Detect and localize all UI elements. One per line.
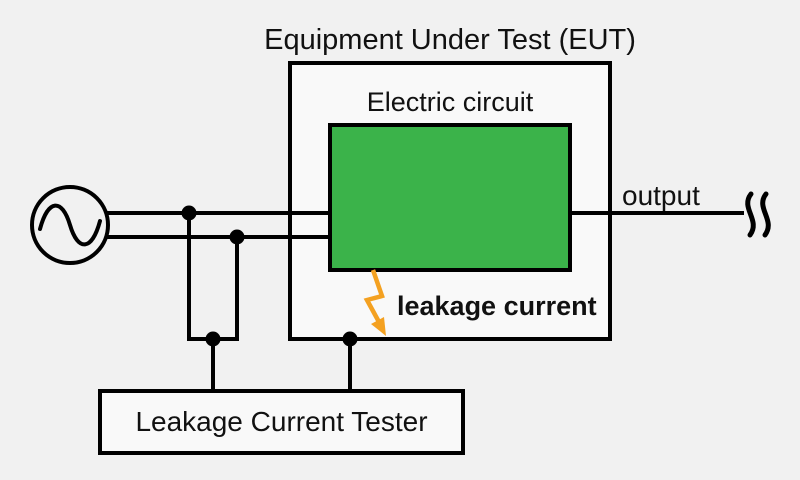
ac-source-icon bbox=[30, 185, 110, 265]
tester-box bbox=[98, 389, 465, 455]
junction-dot bbox=[205, 331, 221, 347]
wire-break-icon bbox=[745, 191, 771, 238]
electric-circuit-label: Electric circuit bbox=[366, 87, 534, 117]
junction-dot bbox=[181, 205, 197, 221]
leakage-current-label: leakage current bbox=[397, 291, 597, 321]
electric-circuit-box bbox=[328, 123, 572, 272]
leakage-current-tester-label: Leakage Current Tester bbox=[135, 406, 428, 437]
junction-dot bbox=[342, 331, 358, 347]
eut-title: Equipment Under Test (EUT) bbox=[264, 24, 636, 56]
junction-dot bbox=[229, 229, 245, 245]
lightning-arrow-icon bbox=[363, 269, 386, 336]
output-label: output bbox=[622, 180, 700, 211]
